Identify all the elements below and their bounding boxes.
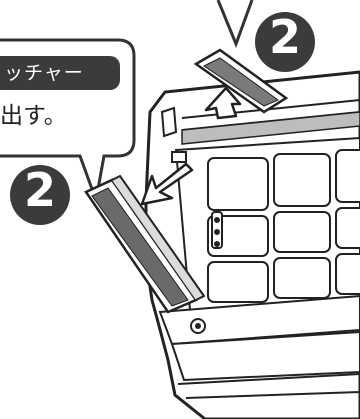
callout-tag-label: ッチャー [0,56,120,90]
hinge-catch [162,108,176,136]
step-number-left: 2 [11,167,69,213]
callout-instruction-text: 出す。 [0,96,67,130]
filter-grid [208,150,360,302]
step-number-top: 2 [256,14,314,60]
top-callout-leader [218,0,252,44]
side-latch [212,212,222,248]
